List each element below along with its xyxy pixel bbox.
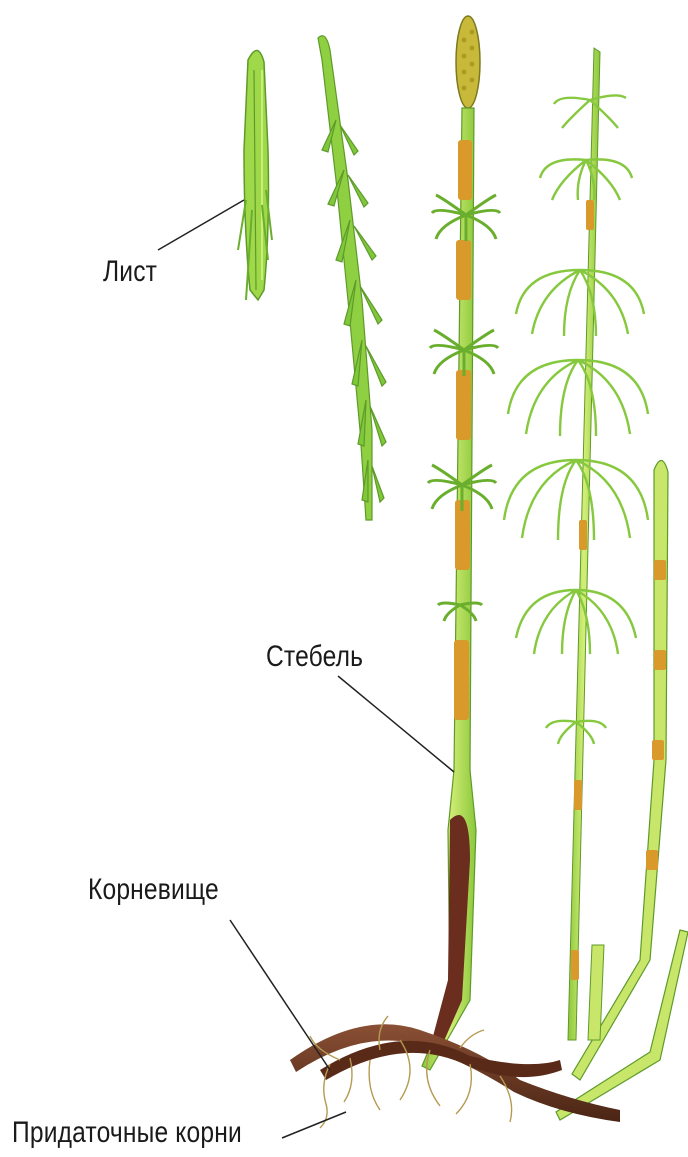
- fertile-stem: [422, 16, 500, 1070]
- branch-detail: [318, 36, 386, 520]
- leader-line-rhizome: [230, 920, 330, 1070]
- adventitious-roots-label: Придаточные корни: [12, 1116, 242, 1150]
- rhizome-label: Корневище: [88, 873, 219, 907]
- stem-label: Стебель: [266, 640, 363, 674]
- leaf-sheath-detail: [238, 50, 272, 300]
- leader-line-roots: [282, 1112, 346, 1138]
- leader-line-leaf: [158, 200, 244, 250]
- leaf-label: Лист: [103, 255, 157, 289]
- leader-line-stem: [338, 676, 454, 772]
- sterile-shoot: [504, 48, 648, 1040]
